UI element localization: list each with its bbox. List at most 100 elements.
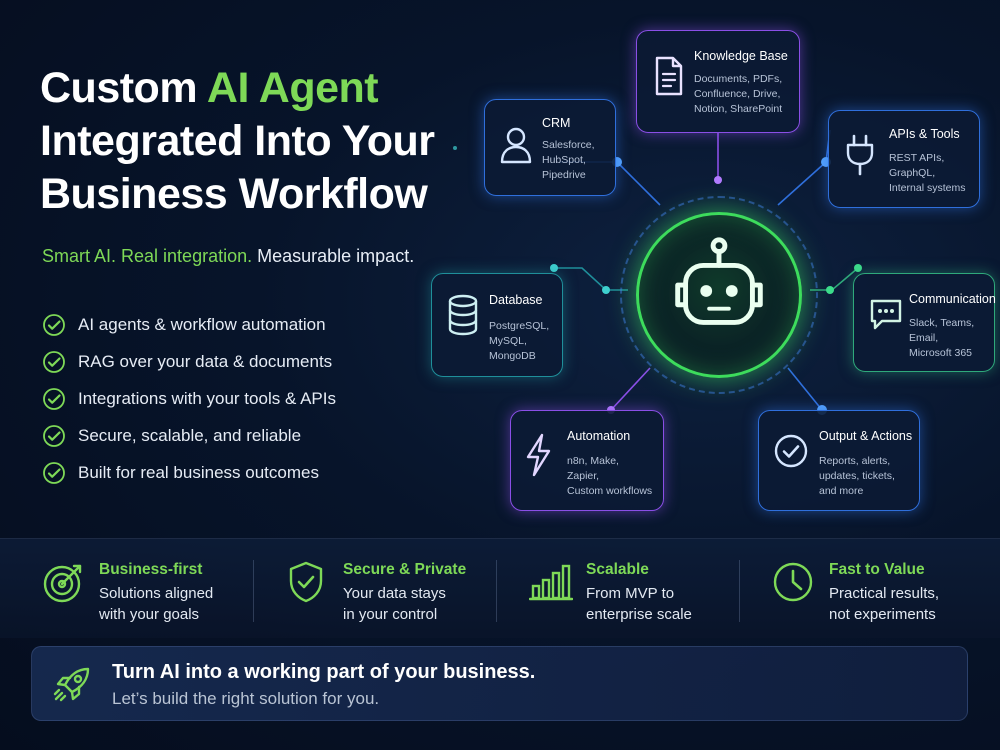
feature-label: RAG over your data & documents <box>78 351 333 371</box>
chat-icon <box>870 299 902 330</box>
node-line: HubSpot, <box>542 154 586 166</box>
benefit-divider <box>496 560 497 622</box>
benefit-scalable: Scalable From MVP to enterprise scale <box>529 560 729 625</box>
node-line: Email, <box>909 332 939 344</box>
check-icon <box>43 313 65 336</box>
target-icon <box>43 564 82 603</box>
cta-title: Turn AI into a working part of your busi… <box>112 661 536 683</box>
node-description: Reports, alerts, updates, tickets, and m… <box>819 454 895 499</box>
benefit-divider <box>253 560 254 622</box>
lightning-icon <box>526 433 551 477</box>
benefit-title: Secure & Private <box>343 561 467 578</box>
node-line: Slack, Teams, <box>909 317 975 329</box>
node-line: Documents, PDFs, <box>694 73 783 85</box>
check-icon <box>43 387 65 410</box>
check-icon <box>43 461 65 484</box>
benefit-line: in your control <box>343 606 438 623</box>
document-icon <box>655 56 683 96</box>
database-icon <box>448 294 478 336</box>
feature-list: AI agents & workflow automation RAG over… <box>42 306 336 491</box>
node-line: REST APIs, <box>889 152 945 164</box>
node-description: Slack, Teams, Email, Microsoft 365 <box>909 316 974 361</box>
node-automation: Automation n8n, Make, Zapier, Custom wor… <box>510 410 664 511</box>
node-line: Zapier, <box>567 470 600 482</box>
feature-item: Built for real business outcomes <box>42 454 336 491</box>
benefit-description: Practical results, not experiments <box>829 583 939 625</box>
benefit-line: not experiments <box>829 606 936 623</box>
cta-banner[interactable]: Turn AI into a working part of your busi… <box>31 646 968 721</box>
hero-title-line: Business Workflow <box>40 170 428 218</box>
node-output-actions: Output & Actions Reports, alerts, update… <box>758 410 920 511</box>
node-crm: CRM Salesforce, HubSpot, Pipedrive <box>484 99 616 196</box>
node-line: Salesforce, <box>542 139 595 151</box>
node-line: Pipedrive <box>542 169 586 181</box>
benefit-description: Solutions aligned with your goals <box>99 583 213 625</box>
hero-title-word: Custom <box>40 64 198 112</box>
feature-label: Integrations with your tools & APIs <box>78 388 336 408</box>
check-circle-icon <box>774 434 808 468</box>
tagline-text: Measurable impact. <box>257 246 415 266</box>
user-icon <box>500 127 532 164</box>
benefit-title: Business-first <box>99 561 203 578</box>
benefits-bar <box>0 538 1000 638</box>
benefit-line: with your goals <box>99 606 200 623</box>
node-line: MongoDB <box>489 350 536 362</box>
bar-chart-icon <box>529 564 573 601</box>
node-title: Automation <box>567 429 631 443</box>
benefit-line: Solutions aligned <box>99 585 214 602</box>
benefit-line: Your data stays <box>343 585 446 602</box>
node-line: Notion, SharePoint <box>694 103 783 115</box>
feature-item: AI agents & workflow automation <box>42 306 336 343</box>
node-title: Knowledge Base <box>694 49 788 63</box>
node-line: and more <box>819 485 864 497</box>
feature-item: Secure, scalable, and reliable <box>42 417 336 454</box>
hub-orbit-ring <box>620 196 818 394</box>
node-line: PostgreSQL, <box>489 320 550 332</box>
node-title: Output & Actions <box>819 429 913 443</box>
benefit-secure-private: Secure & Private Your data stays in your… <box>286 560 486 625</box>
node-line: updates, tickets, <box>819 470 895 482</box>
cta-subtitle: Let’s build the right solution for you. <box>112 689 380 708</box>
node-line: GraphQL, <box>889 167 936 179</box>
node-line: Microsoft 365 <box>909 347 973 359</box>
node-database: Database PostgreSQL, MySQL, MongoDB <box>431 273 563 377</box>
node-description: Salesforce, HubSpot, Pipedrive <box>542 138 595 183</box>
node-line: MySQL, <box>489 335 527 347</box>
check-icon <box>43 350 65 373</box>
benefit-title: Scalable <box>586 561 649 578</box>
tagline: Smart AI. Real integration. Measurable i… <box>42 246 414 267</box>
feature-label: Built for real business outcomes <box>78 462 319 482</box>
benefit-description: Your data stays in your control <box>343 583 446 625</box>
tagline-highlight: Smart AI. Real integration. <box>42 246 253 266</box>
benefit-line: From MVP to <box>586 585 675 602</box>
node-communication: Communication Slack, Teams, Email, Micro… <box>853 273 996 372</box>
feature-label: AI agents & workflow automation <box>78 314 326 334</box>
feature-item: Integrations with your tools & APIs <box>42 380 336 417</box>
node-title: CRM <box>542 116 571 130</box>
benefit-title: Fast to Value <box>829 561 925 578</box>
plug-icon <box>846 134 874 176</box>
hero-title-line: Integrated Into Your <box>40 117 435 165</box>
feature-label: Secure, scalable, and reliable <box>78 425 302 445</box>
node-line: Reports, alerts, <box>819 455 891 467</box>
check-icon <box>43 424 65 447</box>
node-description: n8n, Make, Zapier, Custom workflows <box>567 454 652 499</box>
node-title: Communication <box>909 292 996 306</box>
node-knowledge-base: Knowledge Base Documents, PDFs, Confluen… <box>636 30 800 133</box>
node-title: Database <box>489 293 543 307</box>
benefit-business-first: Business-first Solutions aligned with yo… <box>42 560 242 625</box>
clock-icon <box>773 562 813 602</box>
robot-icon <box>675 237 763 325</box>
benefit-description: From MVP to enterprise scale <box>586 583 692 625</box>
node-line: Custom workflows <box>567 485 653 497</box>
node-description: PostgreSQL, MySQL, MongoDB <box>489 319 549 364</box>
hero-title: Custom AI Agent Integrated Into Your Bus… <box>40 62 480 221</box>
shield-check-icon <box>289 561 323 603</box>
node-line: Internal systems <box>889 182 966 194</box>
benefit-line: Practical results, <box>829 585 940 602</box>
node-title: APIs & Tools <box>889 127 960 141</box>
node-line: Confluence, Drive, <box>694 88 781 100</box>
benefit-divider <box>739 560 740 622</box>
node-description: REST APIs, GraphQL, Internal systems <box>889 151 965 196</box>
benefit-fast-to-value: Fast to Value Practical results, not exp… <box>772 560 982 625</box>
